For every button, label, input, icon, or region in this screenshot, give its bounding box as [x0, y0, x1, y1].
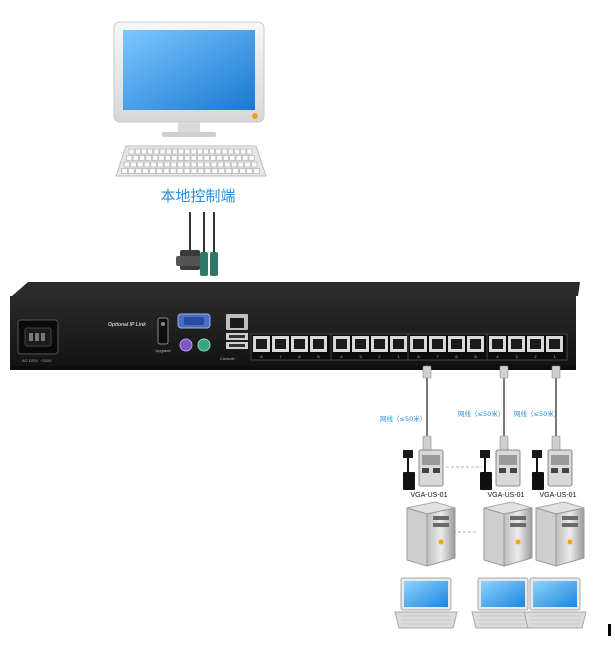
tower-computer	[406, 501, 456, 567]
rj45-port	[467, 336, 484, 352]
console-label: Console	[220, 356, 235, 361]
cable-length-label: 网线（≤50米）	[514, 409, 560, 418]
port-number: 5	[474, 354, 477, 359]
vga-port	[177, 313, 211, 329]
port-number: 2	[378, 354, 381, 359]
port-number: 1	[553, 354, 556, 359]
monitor-power-led	[252, 113, 258, 119]
port-number: 1	[397, 354, 400, 359]
power-label-right: ~240V	[40, 358, 52, 363]
port-number: 6	[455, 354, 458, 359]
rj45-port	[390, 336, 407, 352]
ip-link-label: Optional IP Link	[108, 322, 146, 328]
port-number: 5	[317, 354, 320, 359]
ps2-plug-icon	[210, 252, 218, 276]
laptop-icon	[394, 577, 458, 629]
rj45-port	[253, 336, 270, 352]
ps2-plug-icon	[200, 252, 208, 276]
rj45-port	[352, 336, 369, 352]
upgrade-port: Upgrade	[155, 317, 171, 353]
ps2-mouse-port	[197, 338, 211, 352]
port-number: 8	[417, 354, 420, 359]
laptop-icon	[523, 577, 587, 629]
rj45-port	[448, 336, 465, 352]
port-number: 8	[260, 354, 263, 359]
kvm-switch: AC 100V ~240V Optional IP Link Upgrade C…	[10, 282, 580, 370]
port-number: 3	[359, 354, 362, 359]
port-number: 3	[515, 354, 518, 359]
module-label: VGA-US-01	[411, 492, 448, 499]
rj45-port	[546, 336, 563, 352]
power-label-left: AC 100V	[22, 358, 38, 363]
vga-us-01-module	[532, 449, 573, 490]
vga-us-01-module	[403, 449, 444, 490]
rj45-port	[291, 336, 308, 352]
remote-unit: VGA-US-01	[394, 449, 458, 629]
remote-unit: VGA-US-01	[523, 449, 587, 629]
console-network-port: Console	[220, 314, 248, 361]
ps2-keyboard-port	[179, 338, 193, 352]
computer-ports	[250, 333, 568, 361]
local-keyboard	[115, 145, 267, 177]
port-number: 2	[534, 354, 537, 359]
rj45-port	[508, 336, 525, 352]
port-number: 4	[340, 354, 343, 359]
console-cable-connectors	[176, 212, 218, 276]
local-console-label: 本地控制端	[160, 187, 235, 205]
rj45-port	[310, 336, 327, 352]
port-number: 4	[496, 354, 499, 359]
port-number: 7	[279, 354, 282, 359]
module-label: VGA-US-01	[488, 492, 525, 499]
remote-unit: VGA-US-01	[471, 449, 535, 629]
cable-length-label: 网线（≤50米）	[458, 409, 504, 418]
network-cables	[426, 366, 557, 452]
rj45-port	[333, 336, 350, 352]
rj45-port	[272, 336, 289, 352]
port-number-labels: 8 7 6 5 4 3 2 1 8 7 6 5 4 3 2 1	[260, 354, 556, 359]
rj45-port	[489, 336, 506, 352]
power-inlet: AC 100V ~240V	[17, 319, 59, 363]
laptop-icon	[471, 577, 535, 629]
port-number: 7	[436, 354, 439, 359]
local-monitor	[113, 21, 265, 137]
rj45-port	[527, 336, 544, 352]
cable-plugs	[422, 365, 561, 451]
tower-computer	[483, 501, 533, 567]
port-number: 6	[298, 354, 301, 359]
tower-computer	[535, 501, 585, 567]
rj45-port	[371, 336, 388, 352]
vga-us-01-module	[480, 449, 521, 490]
rj45-port	[429, 336, 446, 352]
upgrade-label: Upgrade	[155, 348, 171, 353]
rj45-port	[410, 336, 427, 352]
cable-length-label: 网线（≤50米）	[380, 414, 426, 423]
module-label: VGA-US-01	[540, 492, 577, 499]
